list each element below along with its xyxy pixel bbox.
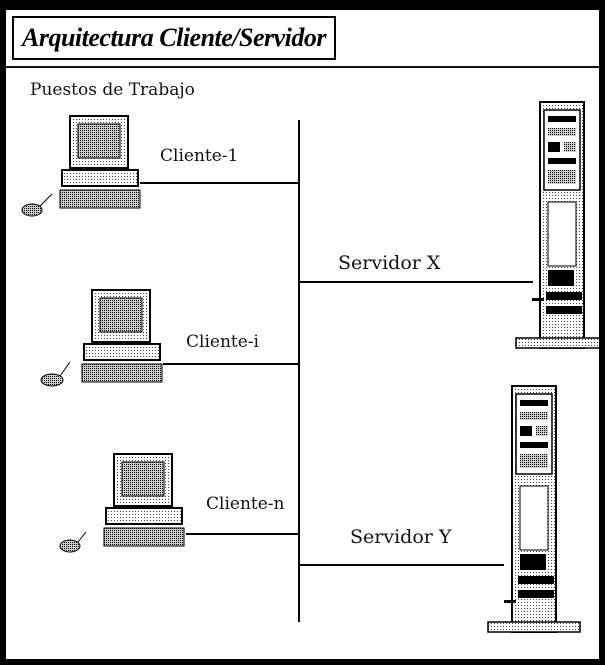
server-tower-icon xyxy=(516,102,601,348)
workstations-label: Puestos de Trabajo xyxy=(30,80,195,100)
mouse-icon xyxy=(41,362,70,386)
diagram-frame: Arquitectura Cliente/Servidor xyxy=(4,8,601,661)
mouse-icon xyxy=(60,532,86,552)
computer-icon xyxy=(60,116,140,208)
client-1-label: Cliente-1 xyxy=(160,146,238,166)
computer-icon xyxy=(82,290,162,382)
server-tower-icon xyxy=(488,386,580,632)
network-diagram xyxy=(6,10,601,661)
computer-icon xyxy=(104,454,184,546)
client-i-label: Cliente-i xyxy=(186,332,259,352)
client-n-label: Cliente-n xyxy=(206,494,284,514)
server-x-label: Servidor X xyxy=(338,252,440,274)
server-y-label: Servidor Y xyxy=(350,526,451,548)
mouse-icon xyxy=(22,194,52,216)
